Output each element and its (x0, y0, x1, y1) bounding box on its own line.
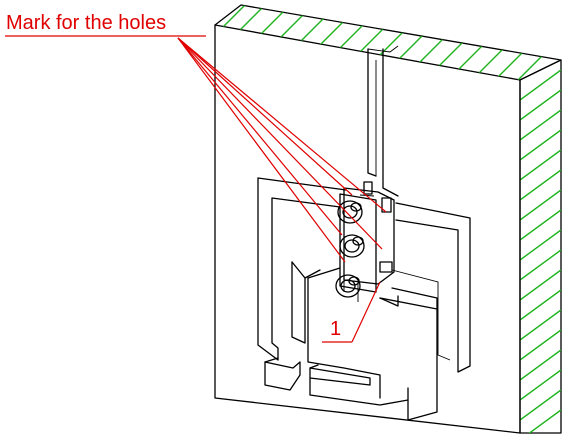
wall-top-hatched-face (214, 4, 562, 81)
hatch-line (520, 89, 561, 121)
hatch-line (520, 109, 561, 141)
wall-side-hatching (520, 69, 561, 433)
valve-port-bottom (335, 274, 361, 298)
wall-side-hatched-face (519, 59, 562, 434)
hatch-line (520, 389, 561, 421)
hatch-line (520, 289, 561, 321)
valve-port-middle (339, 234, 365, 258)
part-callout: 1 (322, 281, 381, 343)
part-number-label: 1 (330, 318, 341, 340)
part-leader-line (351, 281, 381, 343)
wall-front-face (214, 24, 521, 434)
leader-line (177, 37, 343, 236)
valve-port-top (337, 200, 363, 224)
holes-callout: Mark for the holes (5, 12, 387, 263)
hatch-line (520, 409, 561, 433)
lower-recess (307, 267, 438, 421)
holes-label: Mark for the holes (6, 12, 166, 34)
hatch-line (520, 169, 561, 201)
hatch-line (520, 349, 561, 381)
leader-line (177, 37, 387, 213)
hatch-line (520, 329, 561, 361)
hatch-line (520, 149, 561, 181)
hatch-line (520, 269, 561, 301)
hatch-line (520, 229, 561, 261)
hatch-line (520, 189, 561, 221)
mixing-valve (339, 181, 395, 302)
hatch-line (520, 129, 561, 161)
leader-line (177, 37, 353, 196)
leader-line (177, 37, 346, 263)
hatch-line (520, 249, 561, 281)
leader-line (177, 37, 383, 250)
hatch-line (520, 309, 561, 341)
vertical-pipe-chase (367, 45, 399, 197)
bottom-blocks (264, 357, 409, 406)
hatch-line (520, 369, 561, 401)
horizontal-channels (257, 177, 471, 373)
hatch-line (520, 69, 561, 101)
hatch-line (520, 209, 561, 241)
